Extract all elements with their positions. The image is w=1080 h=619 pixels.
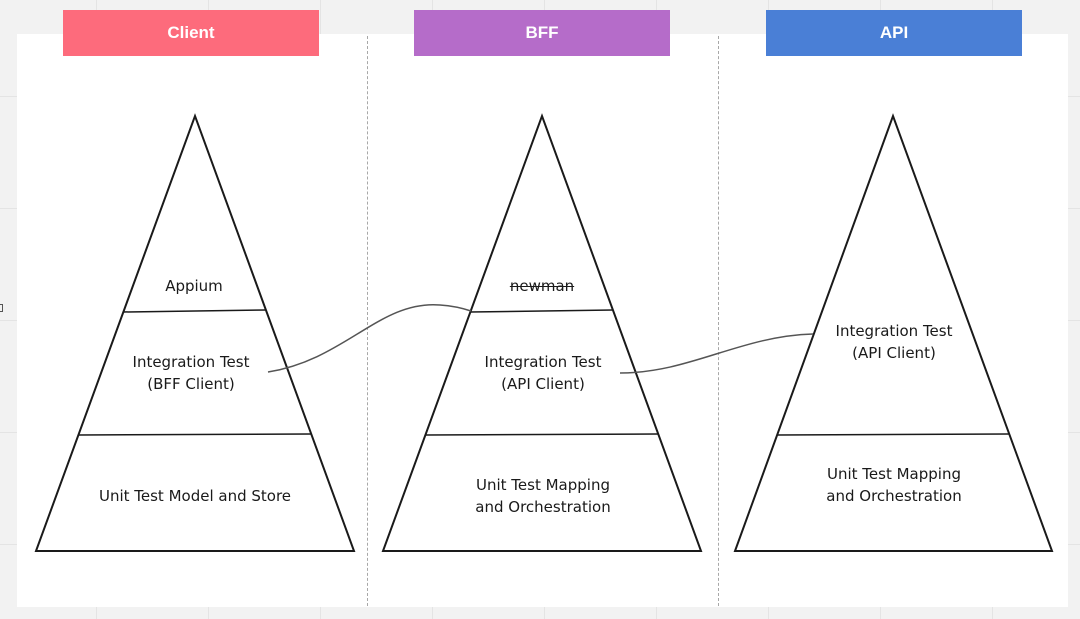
api-pyramid[interactable]: [733, 113, 1054, 552]
client-top-layer-line: [122, 309, 267, 313]
api-bottom-layer-line: [776, 433, 1010, 436]
client-appium-label: Appium: [165, 277, 223, 295]
bff-pyramid[interactable]: [381, 113, 703, 552]
client-column-header[interactable]: Client: [63, 10, 319, 56]
bff-unit-test-label: Unit Test Mapping and Orchestration: [475, 476, 611, 516]
edge-marker: [0, 304, 3, 312]
api-column-header[interactable]: API: [766, 10, 1022, 56]
client-bottom-layer-line: [78, 433, 312, 436]
bff-top-layer-line: [469, 309, 614, 313]
column-divider-client-bff: [367, 36, 368, 606]
client-integration-test-label: Integration Test (BFF Client): [132, 353, 250, 393]
bff-bottom-layer-line: [425, 433, 659, 436]
connector-client-to-bff[interactable]: [267, 304, 472, 373]
bff-column-header[interactable]: BFF: [414, 10, 670, 56]
api-unit-test-label: Unit Test Mapping and Orchestration: [826, 465, 962, 505]
api-integration-test-label: Integration Test (API Client): [835, 322, 953, 362]
client-unit-test-label: Unit Test Model and Store: [98, 487, 292, 505]
bff-integration-test-label: Integration Test (API Client): [484, 353, 602, 393]
column-divider-bff-api: [718, 36, 719, 606]
connector-bff-to-api[interactable]: [619, 333, 814, 374]
bff-newman-label: newman: [509, 277, 575, 295]
client-pyramid[interactable]: [34, 113, 356, 552]
whiteboard-canvas: [17, 34, 1068, 607]
